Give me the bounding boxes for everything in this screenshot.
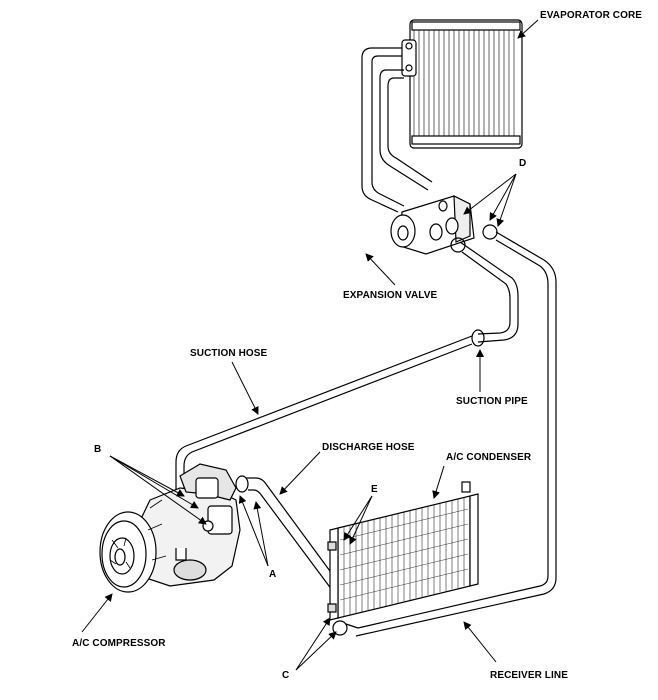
suction-line xyxy=(175,237,519,548)
label-expansion-valve: EXPANSION VALVE xyxy=(343,290,438,301)
label-suction-hose: SUCTION HOSE xyxy=(190,348,268,359)
label-c: C xyxy=(282,670,290,681)
label-e: E xyxy=(371,484,378,495)
leader-lines xyxy=(81,19,539,671)
label-ac-condenser: A/C CONDENSER xyxy=(446,452,532,463)
label-receiver-line: RECEIVER LINE xyxy=(490,670,568,681)
label-suction-pipe: SUCTION PIPE xyxy=(456,396,528,407)
label-b: B xyxy=(94,444,102,455)
ac-condenser xyxy=(327,481,479,621)
ac-compressor xyxy=(99,463,241,593)
label-ac-compressor: A/C COMPRESSOR xyxy=(72,638,166,649)
label-discharge-hose: DISCHARGE HOSE xyxy=(322,442,415,453)
label-evaporator-core: EVAPORATOR CORE xyxy=(540,10,643,21)
label-a: A xyxy=(269,569,277,580)
expansion-valve xyxy=(390,195,475,255)
label-d: D xyxy=(519,158,527,169)
receiver-line xyxy=(332,224,557,637)
evaporator-core xyxy=(401,19,523,149)
evaporator-pipes xyxy=(361,47,433,213)
